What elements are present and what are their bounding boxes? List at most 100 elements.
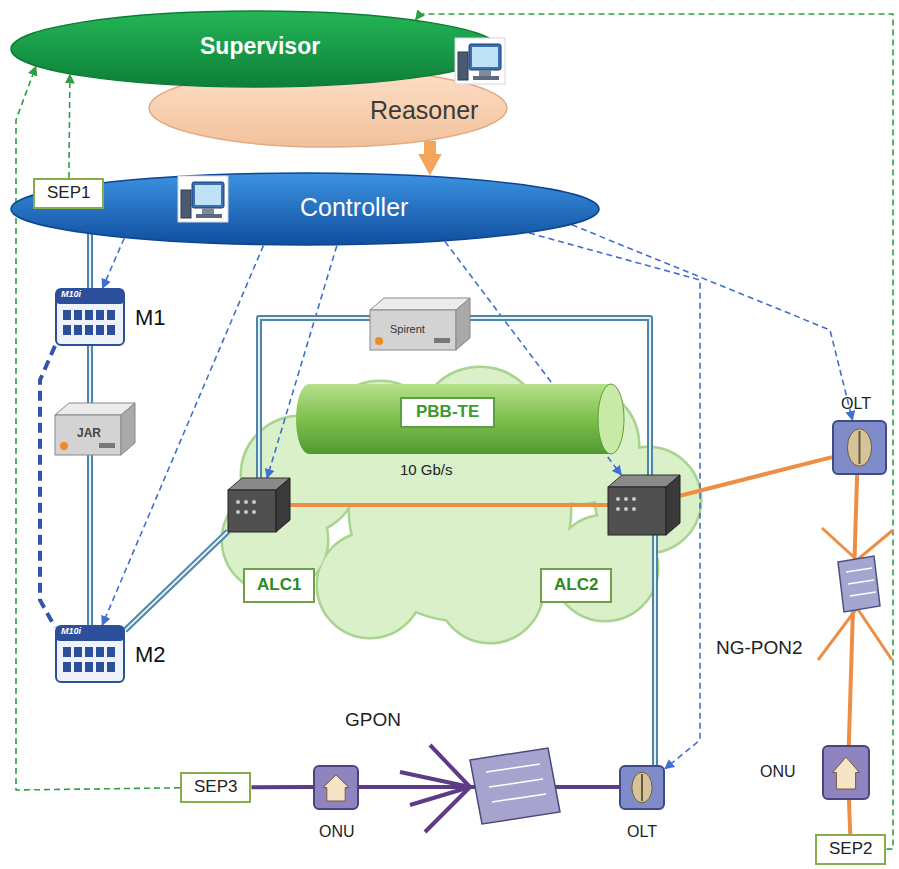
shape-part [370, 298, 470, 310]
shape-part [74, 662, 82, 672]
onu-icon [313, 765, 359, 810]
alc-icon [228, 478, 290, 532]
node-label: ALC1 [243, 568, 315, 603]
shape-part [400, 745, 470, 832]
shape-part [99, 443, 115, 448]
shape-part [85, 325, 93, 335]
node-label: SEP1 [47, 183, 90, 202]
shape-part [63, 662, 71, 672]
connector [90, 455, 91, 625]
connector-line [87, 346, 93, 403]
shape-part [632, 772, 652, 803]
connector-line [16, 66, 180, 790]
shape-part [489, 779, 543, 787]
connector [430, 141, 431, 158]
shape-part [857, 530, 893, 560]
shape-part [85, 662, 93, 672]
shape-part [96, 310, 104, 320]
node-label: M10i [61, 290, 81, 300]
shape-part [314, 766, 358, 809]
shape-part [252, 500, 256, 504]
shape-part [846, 568, 876, 596]
shape-part [479, 70, 491, 76]
connector [529, 233, 700, 769]
shape-part [107, 325, 115, 335]
shape-part [838, 556, 880, 612]
shape-part [63, 325, 71, 335]
shape-part [296, 384, 322, 454]
connector [252, 787, 314, 788]
connector-core [89, 346, 91, 403]
shape-part [196, 214, 222, 218]
shape-part [818, 608, 857, 660]
shape-part [455, 38, 505, 84]
shape-part [486, 764, 540, 772]
shape-part [608, 487, 666, 535]
olt-icon [619, 765, 665, 810]
connector-line [87, 455, 93, 625]
shape-part [458, 52, 468, 80]
shape-part [236, 500, 240, 504]
shape-part [181, 190, 191, 218]
shape-part [60, 442, 68, 450]
connector-line [40, 346, 55, 627]
node-label: Controller [300, 194, 408, 222]
shape-part [598, 384, 624, 454]
sep-box: SEP1 [33, 178, 104, 209]
shape-part [470, 748, 560, 824]
node-label: ONU [319, 823, 355, 841]
shape-part [96, 662, 104, 672]
connector-core [654, 535, 656, 765]
shape-part [56, 626, 124, 641]
node-label: ALC2 [540, 568, 612, 603]
shape-part [56, 289, 124, 345]
shape-part [492, 794, 546, 802]
connector [102, 246, 263, 625]
connector [125, 531, 228, 630]
onu-icon [822, 745, 870, 800]
sep-box: SEP3 [180, 772, 251, 803]
shape-part [455, 38, 505, 84]
connector-core [125, 531, 228, 630]
sep-box: SEP2 [815, 834, 886, 865]
shape-part [859, 431, 861, 464]
shape-part [121, 403, 135, 455]
node-label: ONU [760, 763, 796, 781]
shape-part [616, 497, 636, 511]
connector [849, 800, 850, 834]
shape-part [624, 497, 628, 501]
node-label: SEP2 [829, 839, 872, 858]
shape-part [846, 568, 872, 572]
shape-part [178, 176, 228, 222]
shape-part [472, 47, 498, 67]
shape-part [833, 421, 886, 474]
node-label: M2 [135, 643, 166, 667]
shape-part [620, 766, 664, 809]
connector-line [102, 246, 263, 625]
shape-part [56, 289, 124, 304]
shape-part [323, 775, 349, 801]
shape-part [244, 500, 248, 504]
node-label: Reasoner [370, 97, 478, 125]
shape-part [74, 647, 82, 657]
shape-part [55, 415, 121, 455]
connector-line [252, 785, 314, 789]
connector-line [849, 800, 850, 834]
node-label: Spirent [390, 323, 425, 335]
connector-line [424, 141, 436, 158]
shape-part [434, 338, 450, 343]
shape-part [400, 772, 470, 787]
shape-part [244, 510, 248, 514]
connector-line [290, 503, 608, 507]
connector-line [529, 233, 700, 769]
node-label: PBB-TE [400, 397, 495, 428]
connector [90, 346, 91, 403]
connector-core [89, 455, 91, 625]
shape-part [276, 478, 290, 532]
shape-part [149, 69, 507, 147]
shape-part [236, 510, 240, 514]
shape-part [223, 368, 700, 642]
shape-part [252, 510, 256, 514]
shape-part [228, 490, 276, 532]
node-label: M10i [61, 627, 81, 637]
